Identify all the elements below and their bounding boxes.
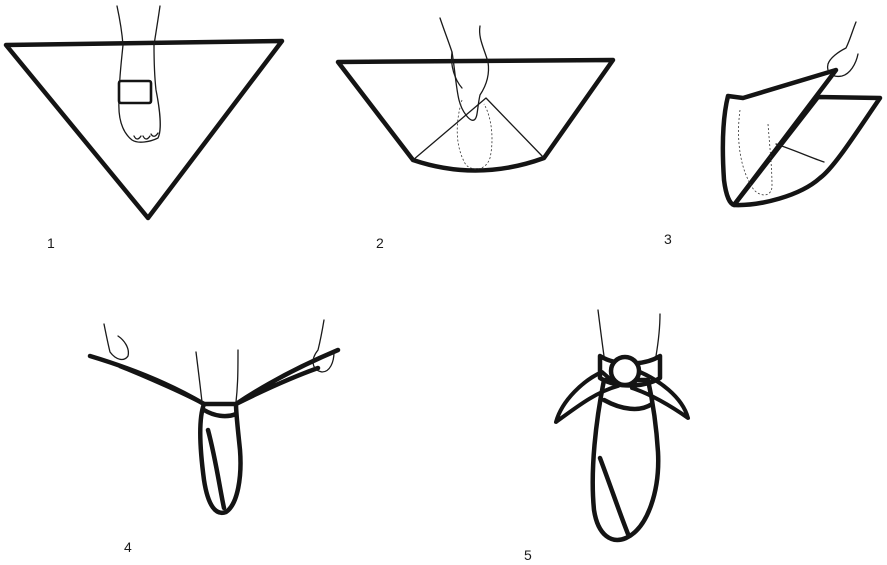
step-3-inner-fold [776, 144, 824, 162]
step-4-left-hand [104, 324, 128, 359]
step-4-label: 4 [124, 539, 132, 555]
step-2-bandage [338, 60, 613, 171]
step-1-triangular-bandage [6, 41, 282, 218]
step-1-panel: 1 [6, 6, 282, 251]
step-2-panel: 2 [338, 18, 613, 251]
step-2-label: 2 [376, 235, 384, 251]
step-3-bandage-flap [734, 97, 880, 205]
step-4-right-hand [313, 320, 334, 372]
step-1-wound-pad [119, 81, 151, 103]
step-4-panel: 4 [90, 320, 338, 555]
step-1-leg [117, 6, 160, 142]
step-5-label: 5 [524, 547, 532, 563]
step-5-knot [611, 357, 639, 385]
step-4-right-end [236, 350, 338, 404]
step-3-panel: 3 [664, 22, 880, 247]
step-1-label: 1 [47, 235, 55, 251]
step-5-crossing-wrap [600, 400, 652, 534]
step-3-foot-outline [739, 110, 772, 195]
step-3-bandage [723, 70, 836, 205]
step-3-label: 3 [664, 231, 672, 247]
step-2-hand [440, 18, 489, 120]
step-3-hand [828, 22, 858, 76]
step-5-panel: 5 [524, 310, 688, 563]
step-4-left-end [90, 356, 204, 404]
